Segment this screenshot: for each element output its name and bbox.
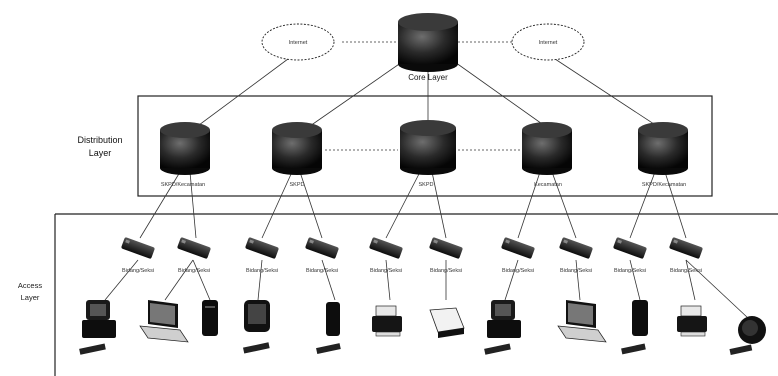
distribution-layer-box xyxy=(137,95,713,197)
distribution-node-label: SKPD/Kecamatan xyxy=(642,182,686,188)
switch-label: Bidang/Seksi xyxy=(502,268,534,274)
switch-label: Bidang/Seksi xyxy=(370,268,402,274)
desktop-computer-icon xyxy=(729,316,766,355)
tower-pc-icon xyxy=(202,300,218,336)
switch-icon xyxy=(121,237,155,259)
switch-icon xyxy=(177,237,211,259)
distribution-layer-label-line1: Distribution xyxy=(77,135,122,145)
fax-printer-icon xyxy=(677,305,707,337)
switch-icon xyxy=(429,237,463,259)
distribution-router-1 xyxy=(160,122,210,175)
distribution-node-label: SKPD xyxy=(419,182,434,188)
switch-icon xyxy=(501,237,535,259)
distribution-node-label: Kecamatan xyxy=(534,182,562,188)
switch-icon xyxy=(245,237,279,259)
distribution-router-3 xyxy=(400,120,456,175)
distribution-layer-label-line2: Layer xyxy=(89,148,112,158)
distribution-router-2 xyxy=(272,122,322,175)
internet-cloud-left: Internet xyxy=(261,23,335,61)
desktop-computer-icon xyxy=(243,300,270,354)
access-layer-label-line2: Layer xyxy=(21,293,40,302)
core-router-icon xyxy=(398,13,458,72)
desktop-computer-icon xyxy=(79,300,116,355)
switch-icon xyxy=(669,237,703,259)
switch-label: Bidang/Seksi xyxy=(178,268,210,274)
distribution-router-5 xyxy=(638,122,688,175)
laptop-icon xyxy=(557,300,607,343)
distribution-node-label: SKPD xyxy=(290,182,305,188)
distribution-node-label: SKPD/Kecamatan xyxy=(161,182,205,188)
switch-icon xyxy=(613,237,647,259)
distribution-router-4 xyxy=(522,122,572,175)
tower-pc-icon xyxy=(621,300,648,355)
switch-label: Bidang/Seksi xyxy=(670,268,702,274)
switch-icon xyxy=(369,237,403,259)
fax-printer-icon xyxy=(372,305,402,337)
internet-left-label: Internet xyxy=(289,40,308,46)
switch-label: Bidang/Seksi xyxy=(246,268,278,274)
scanner-icon xyxy=(429,307,465,338)
access-layer-box xyxy=(54,213,778,376)
internet-right-label: Internet xyxy=(539,40,558,46)
switch-label: Bidang/Seksi xyxy=(122,268,154,274)
desktop-computer-icon xyxy=(484,300,521,355)
switch-label: Bidang/Seksi xyxy=(306,268,338,274)
connection-links xyxy=(104,41,749,319)
switch-icon xyxy=(305,237,339,259)
laptop-icon xyxy=(139,300,189,343)
switch-label: Bidang/Seksi xyxy=(614,268,646,274)
switch-label: Bidang/Seksi xyxy=(560,268,592,274)
access-layer-label-line1: Access xyxy=(18,281,42,290)
switch-label: Bidang/Seksi xyxy=(430,268,462,274)
tower-pc-icon xyxy=(316,302,341,354)
switch-icon xyxy=(559,237,593,259)
core-layer-label: Core Layer xyxy=(408,73,448,82)
access-switches xyxy=(121,237,703,259)
internet-cloud-right: Internet xyxy=(511,23,585,61)
